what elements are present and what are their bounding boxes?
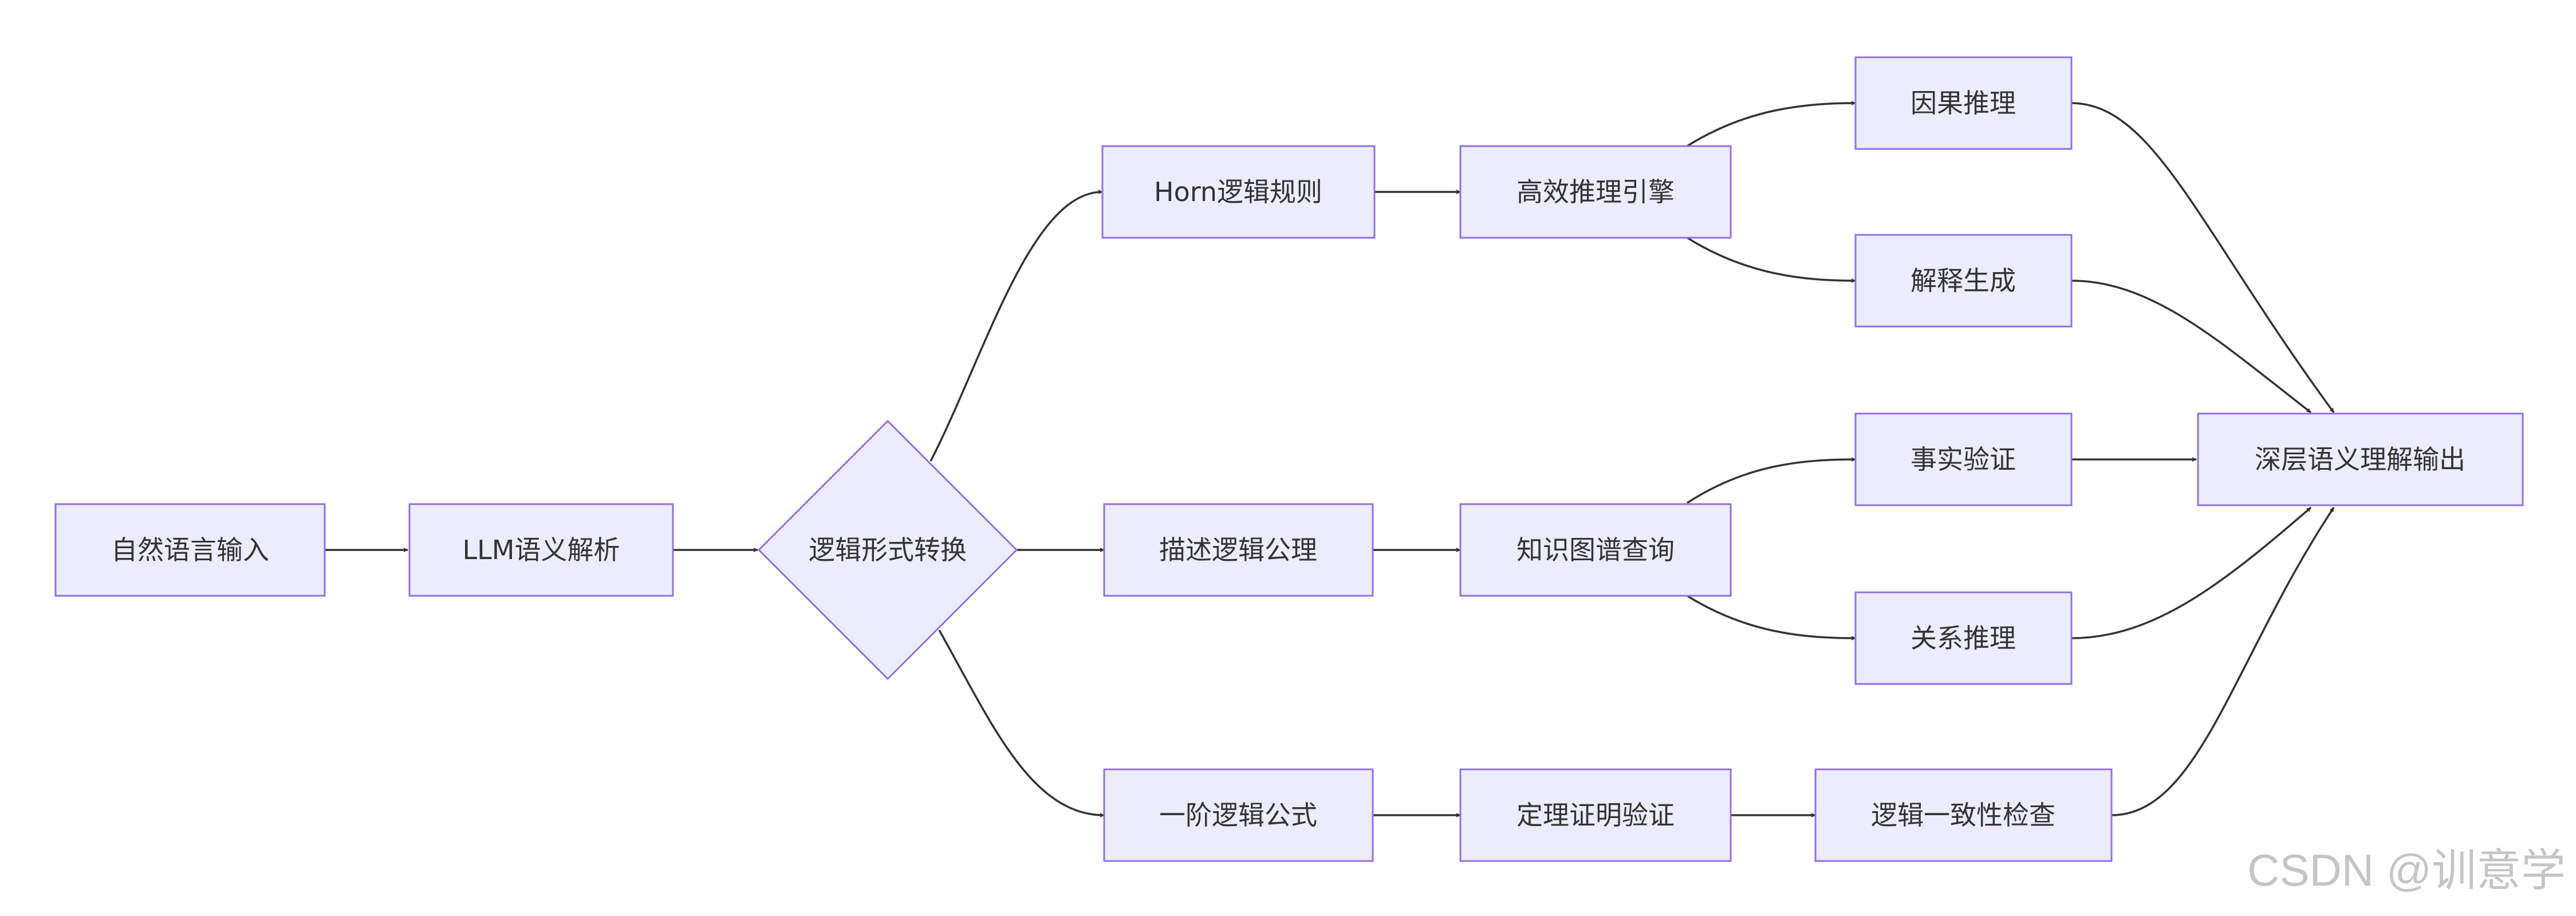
edge-engine-to-causal [1687, 101, 1856, 147]
node-fact-verification[interactable]: 事实验证 [1854, 412, 2073, 506]
node-label: 高效推理引擎 [1517, 176, 1675, 207]
edge-transform-to-first-order [938, 630, 1105, 817]
edge-consistency-to-output [2111, 507, 2335, 816]
node-knowledge-graph-query[interactable]: 知识图谱查询 [1459, 503, 1732, 597]
node-relation-reasoning[interactable]: 关系推理 [1854, 591, 2073, 685]
node-natural-language-input[interactable]: 自然语言输入 [54, 503, 326, 597]
edges [325, 101, 2335, 817]
node-label: 深层语义理解输出 [2255, 444, 2465, 475]
edge-relation-to-output [2071, 506, 2312, 639]
node-first-order-logic-formula[interactable]: 一阶逻辑公式 [1103, 768, 1374, 862]
node-label: 逻辑一致性检查 [1871, 800, 2055, 831]
node-label: 知识图谱查询 [1517, 534, 1675, 565]
node-label: 一阶逻辑公式 [1159, 800, 1317, 831]
edge-explain-to-output [2071, 280, 2312, 414]
node-label: 因果推理 [1911, 88, 2016, 119]
node-label: 解释生成 [1911, 265, 2016, 296]
node-description-logic-axioms[interactable]: 描述逻辑公理 [1103, 503, 1374, 597]
edge-causal-to-output [2071, 102, 2335, 414]
node-deep-semantic-output[interactable]: 深层语义理解输出 [2197, 412, 2524, 506]
node-explanation-generation[interactable]: 解释生成 [1854, 234, 2073, 328]
node-horn-logic-rules[interactable]: Horn逻辑规则 [1101, 145, 1376, 239]
node-theorem-proving-verification[interactable]: 定理证明验证 [1459, 768, 1732, 862]
node-label: LLM语义解析 [463, 534, 620, 565]
node-logic-consistency-check[interactable]: 逻辑一致性检查 [1814, 768, 2113, 862]
edge-transform-to-horn [929, 190, 1103, 462]
node-label: 自然语言输入 [111, 534, 269, 565]
node-causal-reasoning[interactable]: 因果推理 [1854, 56, 2073, 150]
node-logic-form-transform-decision[interactable]: 逻辑形式转换 [757, 419, 1018, 681]
node-efficient-inference-engine[interactable]: 高效推理引擎 [1459, 145, 1732, 239]
edge-engine-to-explain [1687, 237, 1856, 283]
node-label: 定理证明验证 [1517, 800, 1675, 831]
csdn-watermark: CSDN @训意学 [2247, 845, 2566, 895]
node-label: Horn逻辑规则 [1154, 176, 1322, 207]
node-label: 关系推理 [1911, 623, 2016, 654]
node-llm-semantic-parse[interactable]: LLM语义解析 [408, 503, 674, 597]
node-label: 逻辑形式转换 [809, 534, 967, 565]
node-label: 描述逻辑公理 [1159, 534, 1317, 565]
node-label: 事实验证 [1911, 444, 2016, 475]
nodes: 自然语言输入 LLM语义解析 逻辑形式转换 Horn逻辑规则 描述逻辑公理 一阶… [54, 56, 2524, 862]
edge-kg-query-to-fact-check [1687, 457, 1856, 504]
edge-kg-query-to-relation [1687, 595, 1856, 640]
